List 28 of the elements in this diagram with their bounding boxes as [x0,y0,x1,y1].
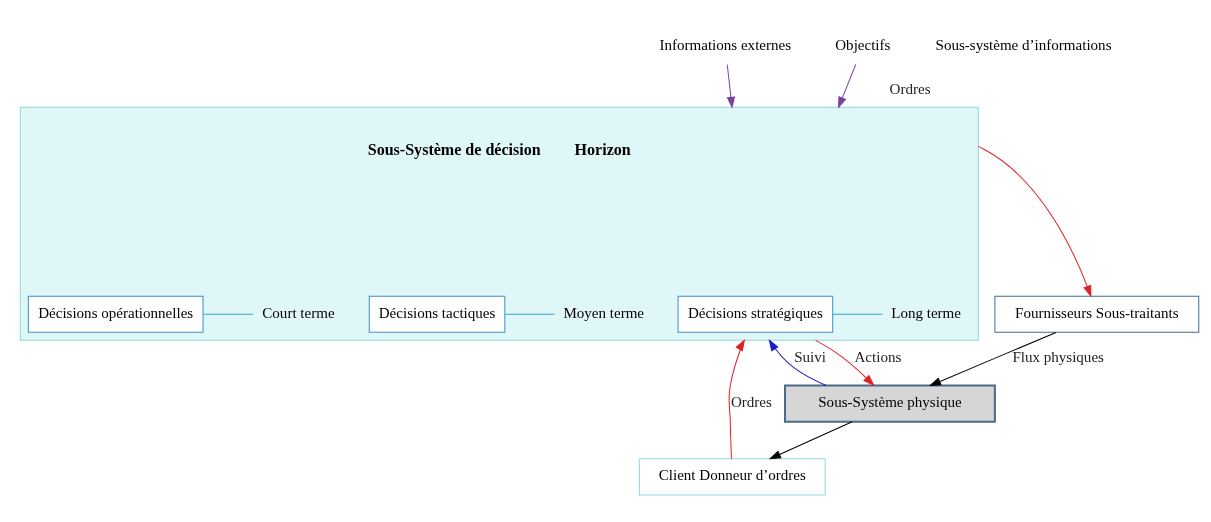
arrow [977,145,1092,296]
node-box: Décisions tactiques [368,295,506,333]
arrow [838,63,857,108]
arrow [815,339,875,386]
node-text: Informations externes [659,36,792,53]
edge-label: Ordres [889,80,931,97]
connector [832,313,883,315]
connector [202,313,254,315]
arrow [726,63,735,108]
node-box: Client Donneur d’ordres [638,457,826,495]
edge-label: Ordres [730,393,772,410]
arrow [929,331,1057,386]
arrow [728,339,745,459]
node-text: Court terme [262,304,335,321]
node-text: Objectifs [835,36,891,53]
node-box: Décisions opérationnelles [27,295,204,333]
edge-label: Actions [854,348,902,365]
node-box: Fournisseurs Sous-traitants [994,295,1200,333]
node-box: Décisions stratégiques [677,295,834,333]
label: Sous-système d’informations [935,36,1112,53]
node-text: Long terme [891,304,961,321]
arrow [769,420,853,459]
node-box: Sous-Système physique [784,384,996,423]
edge-label: Suivi [794,348,826,365]
edge-label: Flux physiques [1012,348,1104,365]
node-text: Moyen terme [563,304,645,321]
connector [504,313,555,315]
arrow [768,339,827,386]
